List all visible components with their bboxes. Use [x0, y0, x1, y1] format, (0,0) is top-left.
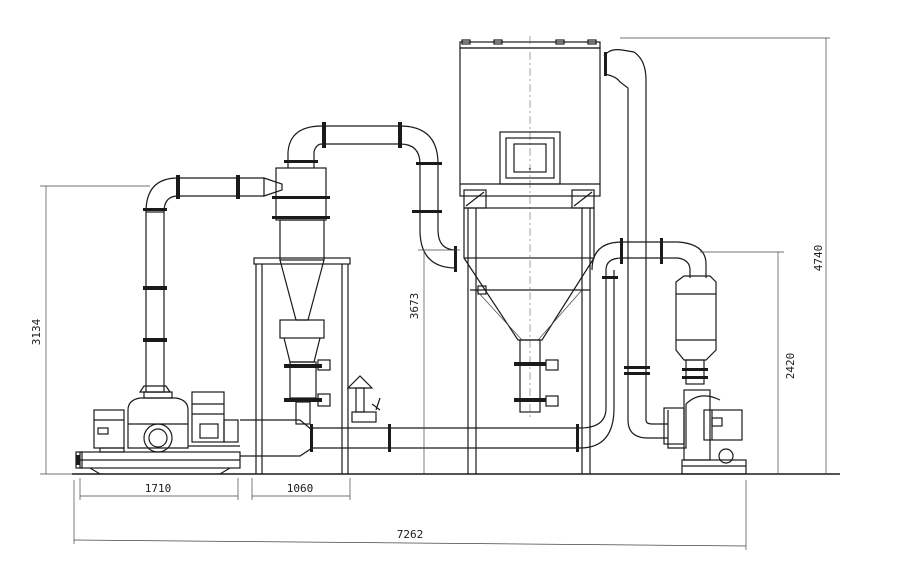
dimension-1060: 1060: [287, 482, 314, 495]
silencer: [675, 241, 717, 385]
dimension-3134: 3134: [30, 318, 43, 345]
dimension-2420: 2420: [784, 353, 797, 380]
feed-hopper: [346, 375, 381, 423]
cyclone-separator: [272, 122, 402, 321]
dimension-4740: 4740: [812, 245, 825, 272]
dimension-7262: 7262: [397, 528, 424, 541]
support-frame: [253, 257, 351, 474]
main-horizontal-duct: [240, 419, 580, 457]
dimension-3673: 3673: [408, 293, 421, 320]
mill-riser-pipe: [138, 175, 283, 393]
filter-exhaust-pipe: [603, 49, 668, 439]
filter-inlet-duct: [579, 238, 678, 449]
svg-text:≡: ≡: [529, 166, 532, 171]
cyclone-to-filter-pipe: [399, 125, 457, 272]
induced-draft-fan: [663, 389, 747, 475]
bag-filter-vessel: ≡: [459, 36, 601, 474]
dimension-lines: [40, 37, 830, 550]
mill-unit: [75, 391, 241, 475]
dimension-1710: 1710: [145, 482, 172, 495]
